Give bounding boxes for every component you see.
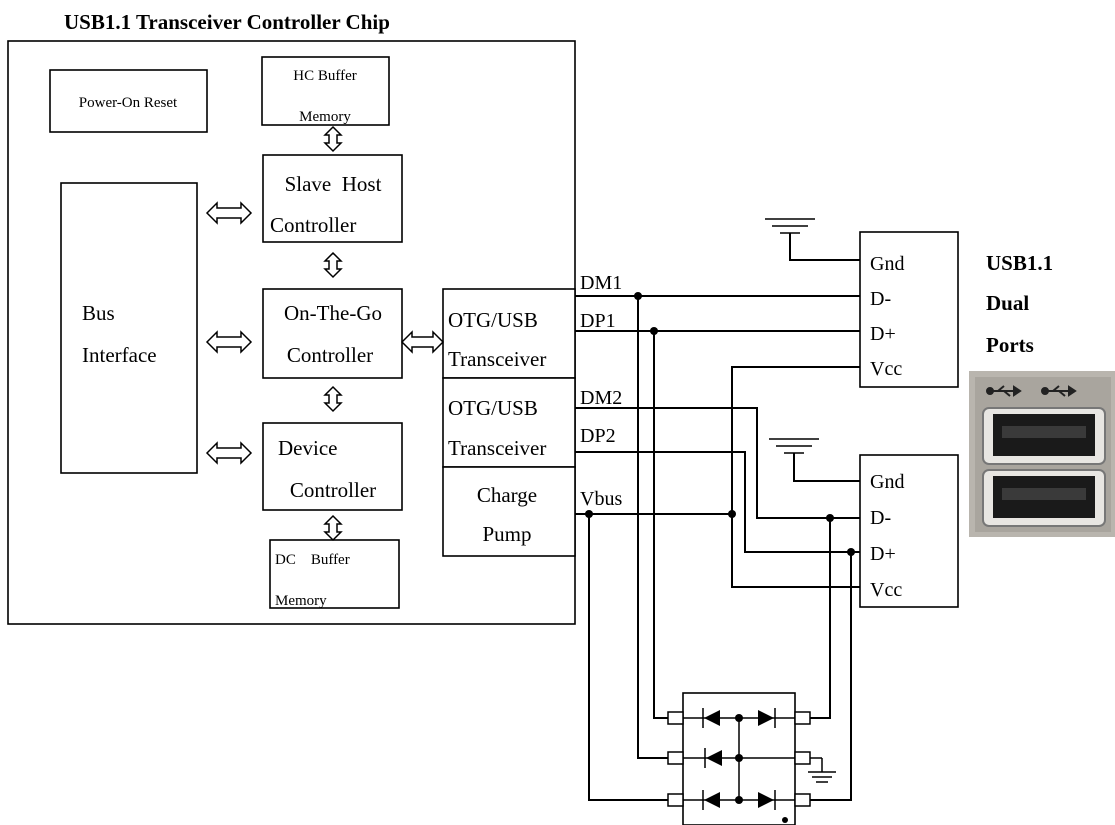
- connector-1-vcc: Vcc: [870, 358, 902, 380]
- usb-icon: [986, 385, 1022, 397]
- power-on-reset-block: Power-On Reset: [49, 69, 208, 133]
- double-arrow-icon: [323, 251, 343, 279]
- ground-icon: [808, 757, 836, 783]
- transceiver-2-label-2: Transceiver: [448, 436, 546, 460]
- signal-vbus: Vbus: [580, 488, 622, 510]
- hc-buffer-memory-block: HC Buffer Memory: [261, 56, 390, 126]
- bus-interface-label-2: Interface: [82, 343, 157, 367]
- diode-icon: [704, 748, 722, 768]
- connector-2: Gnd D- D+ Vcc: [859, 454, 959, 608]
- double-arrow-icon: [323, 125, 343, 153]
- otg-controller-label-2: Controller: [287, 343, 373, 367]
- double-arrow-icon: [205, 330, 253, 354]
- ports-label-1: USB1.1: [986, 251, 1053, 275]
- transceiver-2-box: [442, 377, 576, 468]
- ports-label-3: Ports: [986, 333, 1034, 357]
- bus-interface-block: Bus Interface: [60, 182, 198, 474]
- device-controller-label-2: Controller: [290, 478, 376, 502]
- bus-arrows: [205, 201, 445, 465]
- connector-2-gnd: Gnd: [870, 471, 904, 493]
- connector-2-vcc: Vcc: [870, 579, 902, 601]
- connector-1-gnd: Gnd: [870, 253, 904, 275]
- dc-buffer-label-2: Memory: [275, 593, 327, 609]
- usb-icon: [1041, 385, 1077, 397]
- charge-pump-label-1: Charge: [477, 483, 537, 507]
- otg-controller-block: On-The-Go Controller: [262, 288, 403, 379]
- connector-2-dplus: D+: [870, 543, 896, 565]
- power-on-reset-label: Power-On Reset: [79, 95, 178, 111]
- hc-buffer-label-2: Memory: [299, 109, 351, 125]
- ground-icon: [765, 218, 860, 261]
- diode-icon: [702, 790, 776, 810]
- charge-pump-label-2: Pump: [482, 522, 531, 546]
- otg-controller-label-1: On-The-Go: [284, 301, 382, 325]
- connector-1: Gnd D- D+ Vcc: [859, 231, 959, 388]
- slave-host-label-1: Slave Host: [285, 172, 382, 196]
- signal-wires: [575, 292, 860, 801]
- double-arrow-icon: [400, 330, 445, 354]
- connector-1-dminus: D-: [870, 288, 891, 310]
- double-arrow-icon: [205, 441, 253, 465]
- signal-dm2: DM2: [580, 387, 622, 409]
- usb-dual-port-photo: [969, 371, 1115, 537]
- signal-dp2: DP2: [580, 425, 616, 447]
- slave-host-label-2: Controller: [270, 213, 356, 237]
- dc-buffer-label-1: DC Buffer: [275, 552, 350, 568]
- diode-icon: [702, 708, 776, 728]
- ports-label-2: Dual: [986, 291, 1029, 315]
- dm2-wire: [575, 407, 860, 519]
- vcc-wire: [731, 366, 860, 588]
- charge-pump-box: [442, 466, 576, 557]
- device-controller-block: Device Controller: [262, 422, 403, 511]
- bus-interface-label-1: Bus: [82, 301, 115, 325]
- dp2-wire: [575, 451, 860, 553]
- esd-protection-ic: [667, 692, 836, 825]
- dc-buffer-memory-block: DC Buffer Memory: [269, 539, 400, 609]
- double-arrow-icon: [323, 514, 343, 542]
- vertical-arrows: [323, 125, 343, 542]
- transceiver-1-label-1: OTG/USB: [448, 308, 538, 332]
- transceiver-stack: OTG/USB Transceiver OTG/USB Transceiver …: [442, 288, 576, 557]
- transceiver-2-label-1: OTG/USB: [448, 396, 538, 420]
- transceiver-1-label-2: Transceiver: [448, 347, 546, 371]
- device-controller-label-1: Device: [278, 436, 337, 460]
- connector-1-dplus: D+: [870, 323, 896, 345]
- transceiver-1-box: [442, 288, 576, 379]
- diagram-title: USB1.1 Transceiver Controller Chip: [64, 10, 390, 34]
- signal-dp1: DP1: [580, 310, 616, 332]
- slave-host-controller-block: Slave Host Controller: [262, 154, 403, 243]
- double-arrow-icon: [323, 385, 343, 413]
- double-arrow-icon: [205, 201, 253, 225]
- hc-buffer-label-1: HC Buffer: [293, 68, 356, 84]
- ground-icon: [769, 438, 860, 482]
- signal-dm1: DM1: [580, 272, 622, 294]
- connector-2-dminus: D-: [870, 507, 891, 529]
